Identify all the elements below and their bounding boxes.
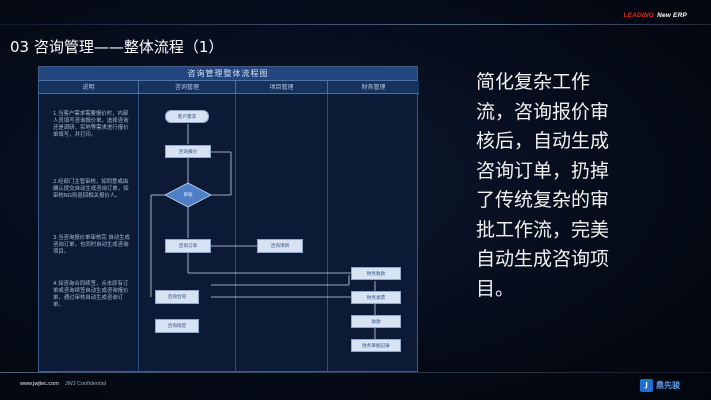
lane-header-finance: 财务管理 — [328, 81, 419, 94]
lane-consulting — [139, 94, 236, 371]
flowchart-title: 咨询管理整体流程图 — [39, 67, 417, 81]
footer-url-text: www.jwjtec.com — [20, 381, 59, 387]
page-title: 03 咨询管理——整体流程（1） — [10, 38, 224, 56]
node-finance-collection: 财务收款 — [351, 267, 401, 280]
lane-header-project: 项目管理 — [236, 81, 328, 94]
flow-note-1: 1.当客户需求需要报价时，内部人员填写咨询报价单，选择咨询还是调研，实地等需求进… — [53, 111, 129, 138]
logo-mark-icon: J — [640, 378, 653, 392]
top-divider — [0, 24, 711, 25]
footer-website: www.jwjtec.com JWJ Confidential — [20, 381, 106, 387]
node-finance-invoice: 财务发票 — [351, 291, 401, 304]
logo-text: 鼎先骏 — [656, 380, 680, 390]
flow-note-3: 3.当咨询报价单审核完 自动生成咨询订单，也同时自动生成咨询项目。 — [53, 235, 130, 255]
node-consulting-contract: 咨询合同 — [155, 290, 199, 304]
company-logo: J 鼎先骏 — [640, 376, 694, 394]
node-consulting-project: 咨询项目 — [257, 239, 303, 253]
lane-header-consulting: 咨询管理 — [139, 81, 236, 94]
node-consulting-order: 咨询订单 — [165, 239, 211, 253]
node-review: 审核 — [183, 193, 193, 198]
bottom-divider — [0, 372, 711, 373]
footer-confidential: JWJ Confidential — [64, 381, 107, 387]
lane-header-description: 说明 — [39, 81, 139, 94]
flow-note-4: 4.如咨询合同续签，点击原有订单或咨询续签自动生成咨询报价单，通过审核自动生成咨… — [53, 281, 129, 308]
description-text: 简化复杂工作流，咨询报价审核后，自动生成咨询订单，扔掉了传统复杂的审批工作流，完… — [476, 71, 610, 300]
brand-white-text: New ERP — [657, 12, 687, 19]
node-consulting-renewal: 咨询续签 — [155, 319, 199, 333]
node-consulting-quote: 咨询报价 — [165, 145, 211, 158]
flow-connectors — [150, 124, 394, 339]
flowchart-image: 咨询管理整体流程图 说明 咨询管理 项目管理 财务管理 1.当客户需求需要报价时… — [38, 66, 419, 372]
node-finance-record: 财务单据记录 — [351, 339, 401, 352]
lane-description — [39, 94, 139, 371]
brand-red-text: LEADING — [623, 12, 655, 19]
node-customer-demand: 客户需求 — [165, 110, 209, 123]
lane-project — [236, 94, 328, 371]
flow-note-2: 2.经部门主管审核，如同意或由确认提交自动生成咨询订单，如审核NG则退回相关报价… — [53, 179, 129, 199]
node-finance-receipt: 收款 — [351, 315, 401, 328]
